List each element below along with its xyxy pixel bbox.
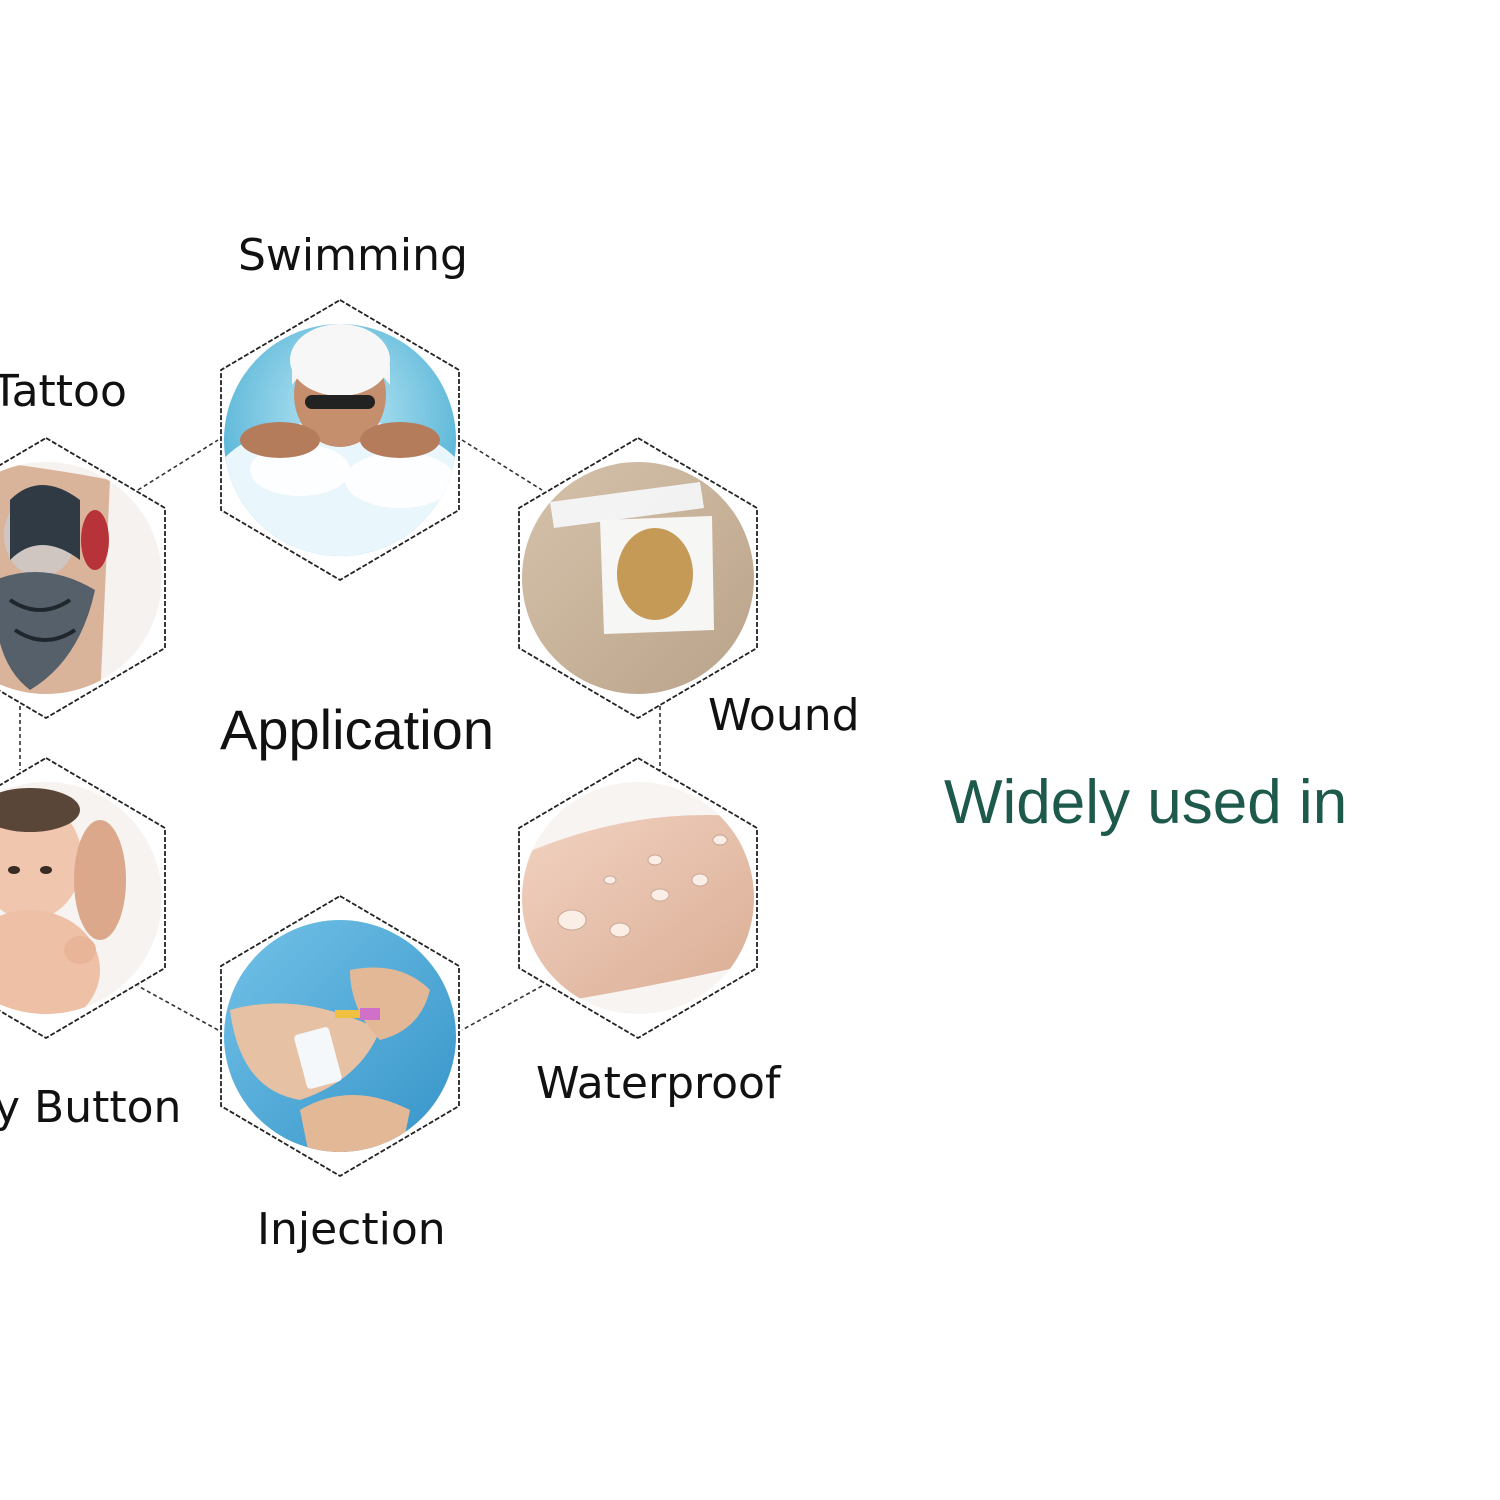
iv-injection-hand-photo — [224, 920, 456, 1152]
swimmer-photo — [224, 324, 456, 556]
baby-photo — [0, 782, 162, 1014]
hex-wound — [518, 436, 758, 720]
connector-ring — [19, 439, 661, 1031]
wound-dressing-photo — [522, 462, 754, 694]
hex-injection — [220, 894, 460, 1178]
item-label-waterproof: Waterproof — [536, 1058, 781, 1109]
water-droplets-skin-photo — [522, 782, 754, 1014]
hex-swimming — [220, 298, 460, 582]
tattoo-arm-photo — [0, 462, 162, 694]
hex-baby — [0, 756, 166, 1040]
hex-tattoo — [0, 436, 166, 720]
item-label-belly-button: y Button — [0, 1082, 182, 1133]
center-label: Application — [220, 698, 494, 761]
item-label-tattoo: Tattoo — [0, 366, 127, 417]
tagline: Widely used in — [944, 768, 1348, 837]
hex-waterproof — [518, 756, 758, 1040]
item-label-wound: Wound — [708, 690, 860, 741]
item-label-injection: Injection — [257, 1204, 446, 1255]
item-label-swimming: Swimming — [238, 230, 468, 281]
